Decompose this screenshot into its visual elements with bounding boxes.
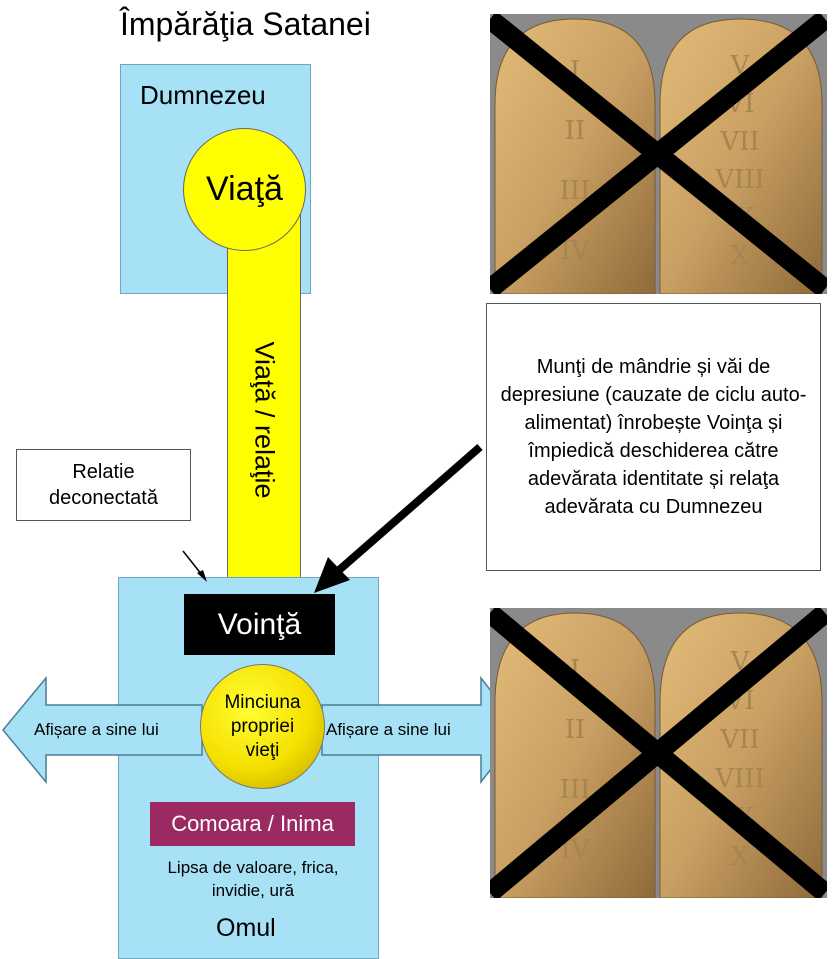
life-circle: Viaţă — [183, 128, 306, 251]
left-arrow-label: Afișare a sine lui — [34, 720, 159, 739]
diagram-title: Împărăţia Satanei — [120, 6, 371, 42]
life-relation-bar — [227, 182, 301, 606]
pride-depression-text: Munţi de mândrie și văi de depresiune (c… — [500, 356, 807, 518]
tablet-right-top — [659, 18, 823, 294]
numeral: II — [565, 715, 586, 745]
tablet-right-bottom — [659, 612, 823, 898]
numeral: X — [731, 842, 750, 872]
treasure-box: Comoara / Inima — [150, 802, 355, 846]
self-life-lie-circle: Minciuna propriei vieţi — [200, 664, 325, 789]
numeral: X — [731, 241, 750, 271]
pointer-arrow-head — [314, 557, 350, 593]
self-life-lie-label: Minciuna propriei vieţi — [224, 691, 301, 761]
relation-arrow-head — [197, 570, 207, 582]
crossed-tablets-bottom: I II III IV V VI VII VIII IX X — [490, 608, 827, 898]
life-circle-label: Viaţă — [206, 170, 283, 208]
numeral: VIII — [714, 165, 765, 195]
numeral: I — [570, 655, 580, 685]
treasure-label: Comoara / Inima — [171, 811, 334, 836]
numeral: VIII — [714, 764, 765, 794]
emotions-text: Lipsa de valoare, frica, invidie, ură — [167, 858, 339, 900]
pointer-arrow-line — [335, 443, 483, 575]
numeral: I — [570, 56, 580, 86]
cross-line — [490, 608, 827, 898]
crossed-tablets-top: I II III IV V VI VII VIII IX X — [490, 14, 827, 294]
man-label: Omul — [216, 914, 276, 942]
numeral: VII — [719, 127, 759, 157]
cross-line — [490, 14, 827, 294]
numeral: IV — [560, 236, 590, 266]
will-box: Voinţă — [184, 594, 335, 655]
pride-depression-callout: Munţi de mândrie și văi de depresiune (c… — [486, 303, 821, 571]
numeral: II — [565, 116, 586, 146]
will-label: Voinţă — [217, 607, 302, 641]
tablet-left-bottom — [494, 612, 656, 898]
numeral: III — [560, 775, 591, 805]
disconnected-relation-callout: Relatie deconectată — [16, 449, 191, 521]
disconnected-relation-text: Relatie deconectată — [49, 461, 158, 509]
tablet-left-top — [494, 18, 656, 294]
left-arrow-shape — [2, 675, 203, 785]
god-label: Dumnezeu — [140, 80, 266, 110]
right-arrow-label: Afișare a sine lui — [326, 720, 451, 739]
numeral: VII — [719, 725, 759, 755]
relation-arrow-line — [182, 550, 203, 576]
